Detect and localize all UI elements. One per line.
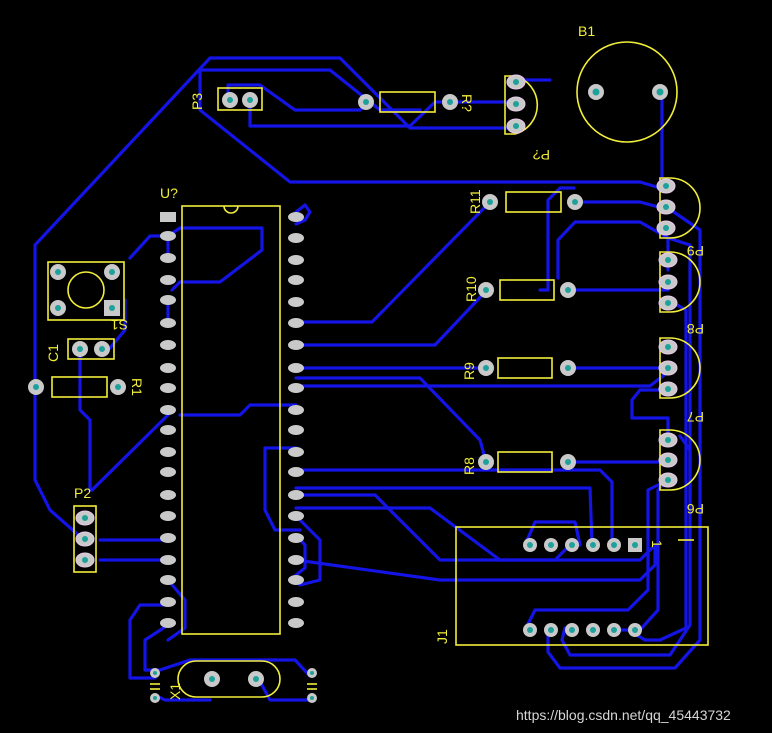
trace-left-rail-outer xyxy=(33,56,512,388)
silkscreen xyxy=(47,41,709,698)
trace-r11-to-u xyxy=(294,200,492,324)
trace-u-to-j1-c xyxy=(294,486,594,547)
r10-body xyxy=(499,279,555,301)
b1-outline xyxy=(576,41,678,143)
watermark-text: https://blog.csdn.net/qq_45443732 xyxy=(516,707,731,723)
p8-outline xyxy=(659,337,701,399)
r9-body xyxy=(497,357,553,379)
label-c1: C1 xyxy=(45,344,61,362)
label-r-top: R? xyxy=(459,94,475,112)
trace-left-diagonal xyxy=(198,96,662,190)
r1-body xyxy=(51,376,108,398)
label-r9: R9 xyxy=(461,362,477,380)
p7-outline xyxy=(659,429,701,491)
trace-u-pin1-top xyxy=(294,203,312,226)
label-r11: R11 xyxy=(467,189,483,214)
label-j1-pin1: 1 xyxy=(649,540,665,548)
label-p7: P7 xyxy=(687,409,704,425)
p9-outline xyxy=(659,251,701,313)
j1-pads xyxy=(523,538,642,637)
trace-right-rail-3 xyxy=(630,298,688,642)
label-p2: P2 xyxy=(74,485,91,501)
label-p8: P8 xyxy=(687,321,704,337)
trace-x1-right xyxy=(256,676,314,702)
label-r8: R8 xyxy=(461,457,477,475)
label-r1: R1 xyxy=(129,378,145,396)
trace-p3-loop xyxy=(198,68,422,112)
trace-right-rail-6 xyxy=(523,478,670,632)
trace-u-to-j1-a xyxy=(263,446,302,532)
label-x1: X1 xyxy=(167,683,183,700)
r11-body xyxy=(505,191,562,213)
trace-r7-to-p7 xyxy=(248,98,518,128)
u-pin1-pad xyxy=(160,212,176,222)
trace-r8-to-u xyxy=(294,376,488,464)
trace-right-rail-2 xyxy=(560,236,692,657)
pads xyxy=(28,74,678,703)
trace-x1-left xyxy=(143,623,312,678)
s1-outline xyxy=(47,261,125,321)
designator-labels: B1 P3 R? P? U? R11 R10 R9 R8 P9 P8 P7 P6… xyxy=(45,23,704,700)
label-p6: P6 xyxy=(687,501,704,517)
trace-u-386-to-p7 xyxy=(294,370,670,388)
label-s1: S1 xyxy=(111,317,128,333)
s1-button xyxy=(67,271,105,309)
trace-p7-down xyxy=(630,388,670,447)
trace-r10-up xyxy=(556,220,670,280)
label-u: U? xyxy=(160,185,178,201)
right-transistor-pads xyxy=(656,178,678,488)
label-p9: P9 xyxy=(687,243,704,259)
p-right-top-outline xyxy=(659,177,701,239)
trace-u-left-1 xyxy=(166,226,264,292)
trace-u-to-j1-d xyxy=(294,493,572,562)
trace-u-to-j1-b xyxy=(294,468,614,547)
label-b1: B1 xyxy=(578,23,595,39)
u-right-pads xyxy=(288,212,304,628)
trace-u-left-bottom xyxy=(166,578,187,642)
label-r10: R10 xyxy=(463,276,479,302)
trace-x1-loop xyxy=(128,603,170,680)
p2-outline xyxy=(73,505,97,573)
u-ic-outline xyxy=(181,205,281,635)
trace-u-to-j1-e xyxy=(294,506,657,562)
trace-u-horizontal-415 xyxy=(178,403,298,417)
trace-right-rail-1 xyxy=(546,206,702,670)
u-left-pads xyxy=(160,212,176,628)
x1-outline xyxy=(177,660,281,698)
c1-outline xyxy=(67,338,115,360)
trace-r10-to-u xyxy=(294,288,489,347)
trace-r1-down xyxy=(33,384,86,542)
r8-body xyxy=(497,451,553,473)
r-top-body xyxy=(379,91,436,113)
trace-u-to-j1-h xyxy=(294,543,657,582)
label-p-top: P? xyxy=(533,147,550,163)
label-p3: P3 xyxy=(189,93,205,110)
u-ic-notch xyxy=(223,205,239,214)
label-j1: J1 xyxy=(434,629,450,644)
trace-r11-right xyxy=(572,200,664,210)
p3-outline xyxy=(217,87,263,111)
trace-r11-branch xyxy=(538,186,576,292)
trace-s1-down xyxy=(108,298,127,350)
trace-u-left-mid xyxy=(90,413,170,492)
j1-outline xyxy=(455,526,709,646)
trace-c1-left xyxy=(78,348,92,492)
trace-j1-top-loop xyxy=(523,520,582,547)
